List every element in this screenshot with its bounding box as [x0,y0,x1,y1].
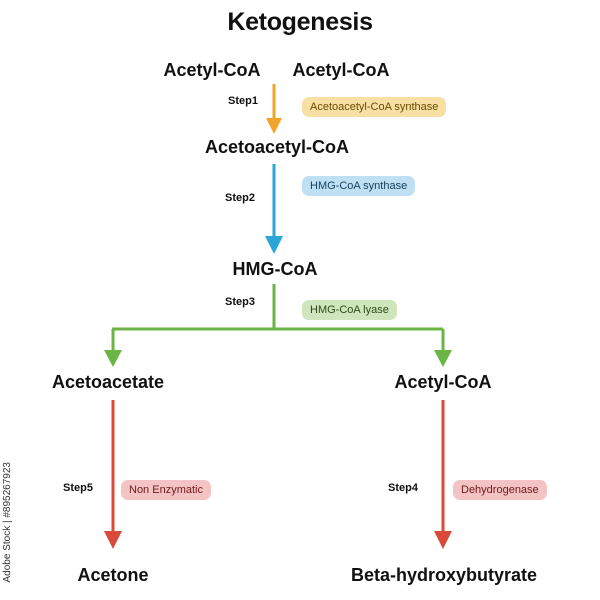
node-acetyl-coa-right: Acetyl-CoA [292,60,390,80]
step5-label: Step5 [63,482,93,494]
arrowhead-step5 [104,531,122,549]
node-acetone: Acetone [77,565,149,585]
arrowhead-step3-left [104,350,122,367]
enzyme-acetoacetyl-coa-synthase: Acetoacetyl-CoA synthase [302,97,447,117]
node-acetyl-coa-branch: Acetyl-CoA [394,372,492,392]
enzyme-dehydrogenase: Dehydrogenase [453,480,547,500]
step1-label: Step1 [228,95,258,107]
node-acetoacetyl-coa: Acetoacetyl-CoA [204,137,350,157]
node-beta-hydroxybutyrate: Beta-hydroxybutyrate [350,565,538,585]
step2-label: Step2 [225,192,255,204]
enzyme-non-enzymatic: Non Enzymatic [121,480,211,500]
enzyme-hmg-coa-synthase: HMG-CoA synthase [302,176,416,196]
arrowhead-step4 [434,531,452,549]
stock-id-label: Adobe Stock | #895267923 [2,462,13,583]
arrowhead-step3-right [434,350,452,367]
diagram-title: Ketogenesis [227,8,373,36]
arrowhead-step2 [265,236,283,254]
step4-label: Step4 [388,482,418,494]
enzyme-hmg-coa-lyase: HMG-CoA lyase [302,300,397,320]
node-acetyl-coa-left: Acetyl-CoA [163,60,261,80]
step3-label: Step3 [225,296,255,308]
node-acetoacetate: Acetoacetate [51,372,165,392]
node-hmg-coa: HMG-CoA [232,259,318,279]
arrowhead-step1 [266,118,282,134]
